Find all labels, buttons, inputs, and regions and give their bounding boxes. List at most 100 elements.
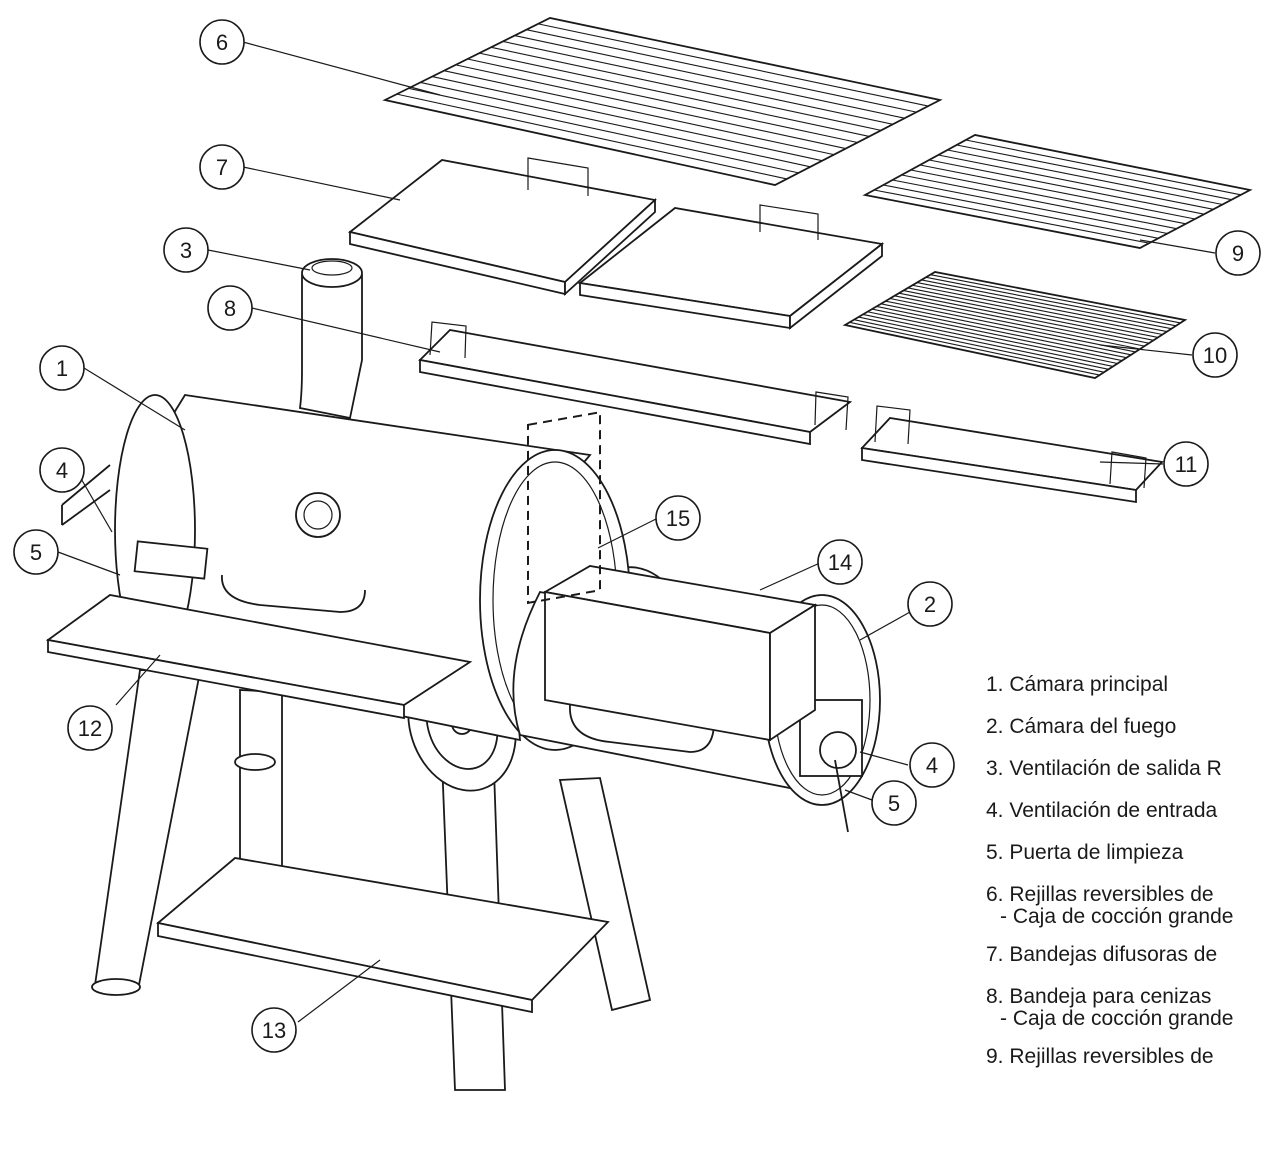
grate-bar [901, 174, 1177, 230]
callout-5-right: 5 [871, 780, 917, 826]
warming-box [542, 565, 818, 742]
grate-bar [907, 287, 1159, 338]
callout-3: 3 [163, 227, 209, 273]
grate-bar [903, 290, 1154, 341]
grate-bar [894, 295, 1145, 347]
svg-text:5: 5 [30, 540, 42, 565]
grate-bar [455, 64, 846, 150]
grate-bar [490, 46, 882, 131]
legend-item-8: 8. Bandeja para cenizas [986, 985, 1212, 1008]
callout-9: 9 [1215, 230, 1261, 276]
svg-text:4: 4 [56, 458, 68, 483]
grate-bar [479, 52, 870, 137]
grate-bar [910, 169, 1186, 225]
svg-text:11: 11 [1175, 452, 1198, 477]
legend-item-5: 5. Puerta de limpieza [986, 841, 1184, 864]
grate-bar [849, 321, 1100, 376]
grate-bar [526, 29, 917, 113]
svg-text:2: 2 [924, 592, 936, 617]
legend-item-1: 1. Cámara principal [986, 673, 1169, 696]
grates-6-bars [396, 23, 929, 180]
svg-text:15: 15 [666, 506, 690, 531]
callout-4-right: 4 [909, 742, 955, 788]
bottom-shelf [156, 857, 610, 1014]
grates-10-bars [849, 274, 1181, 376]
callout-13: 13 [251, 1007, 297, 1053]
callout-11: 11 [1163, 441, 1209, 487]
grate-bar [467, 58, 858, 144]
svg-text:7: 7 [216, 155, 228, 180]
svg-text:12: 12 [78, 716, 102, 741]
svg-text:10: 10 [1203, 343, 1227, 368]
callout-1: 1 [39, 345, 85, 391]
svg-text:3: 3 [180, 238, 192, 263]
grate-bar [874, 189, 1150, 244]
legend-item-7: 7. Bandejas difusoras de [986, 943, 1218, 966]
ash-pan-large [418, 321, 853, 446]
svg-text:8: 8 [224, 296, 236, 321]
grate-bar [432, 76, 823, 162]
grate-bar [938, 154, 1214, 210]
grate-bar [929, 159, 1205, 215]
grate-bar [889, 297, 1141, 350]
grate-bar [871, 308, 1123, 362]
grate-bar [930, 274, 1181, 324]
callout-8: 8 [207, 285, 253, 331]
grates-9-bars [874, 139, 1241, 244]
grate-bar [502, 40, 893, 125]
callout-10: 10 [1192, 332, 1238, 378]
leader-lines [57, 41, 1216, 1023]
grate-bar [396, 93, 787, 180]
callout-12: 12 [67, 705, 113, 751]
svg-text:4: 4 [926, 753, 938, 778]
callout-7: 7 [199, 144, 245, 190]
callout-6: 6 [199, 19, 245, 65]
diffuser-tray-left [347, 157, 657, 297]
smokestack [299, 258, 363, 420]
callout-5-left: 5 [13, 529, 59, 575]
grate-bar [892, 179, 1168, 235]
svg-text:9: 9 [1232, 241, 1244, 266]
grate-bar [867, 311, 1118, 365]
legend-item-2: 2. Cámara del fuego [986, 715, 1177, 738]
svg-text:6: 6 [216, 30, 228, 55]
callout-2: 2 [907, 581, 953, 627]
grate-bar [514, 35, 905, 119]
legend-item-9: 9. Rejillas reversibles de [986, 1045, 1214, 1068]
grate-bar [880, 303, 1132, 356]
side-shelf [45, 594, 473, 720]
grate-bar [921, 279, 1172, 330]
warming-grates [842, 271, 1188, 379]
parts-legend: 1. Cámara principal 2. Cámara del fuego … [986, 664, 1276, 1078]
legend-item-6-sub: - Caja de cocción grande [1000, 905, 1234, 928]
grate-segment [382, 17, 943, 186]
grate-bar [408, 87, 799, 174]
legend-item-6: 6. Rejillas reversibles de [986, 883, 1214, 906]
firebox-inner-plate-dashed [527, 411, 601, 605]
grate-bar [858, 316, 1109, 370]
grate-bar [898, 292, 1150, 344]
callout-14: 14 [817, 539, 863, 585]
grate-bar [956, 144, 1232, 201]
cooking-grates-large [382, 17, 943, 186]
svg-text:5: 5 [888, 791, 900, 816]
callout-15: 15 [655, 495, 701, 541]
grate-bar [538, 23, 929, 107]
grate-bar [885, 300, 1136, 353]
callout-4-left: 4 [39, 447, 85, 493]
svg-text:14: 14 [828, 550, 852, 575]
grate-bar [912, 284, 1163, 336]
grate-bar [420, 81, 811, 168]
grate-bar [876, 305, 1127, 359]
grate-bar [853, 319, 1105, 373]
grate-bar [965, 139, 1241, 196]
grate-bar [862, 313, 1114, 367]
legend-item-3: 3. Ventilación de salida R [986, 757, 1222, 780]
svg-text:13: 13 [262, 1018, 286, 1043]
grate-bar [925, 276, 1177, 327]
grate-bar [443, 70, 835, 156]
grate-bar [916, 282, 1168, 333]
legend-item-8-sub: - Caja de cocción grande [1000, 1007, 1234, 1030]
legend-item-4: 4. Ventilación de entrada [986, 799, 1218, 822]
